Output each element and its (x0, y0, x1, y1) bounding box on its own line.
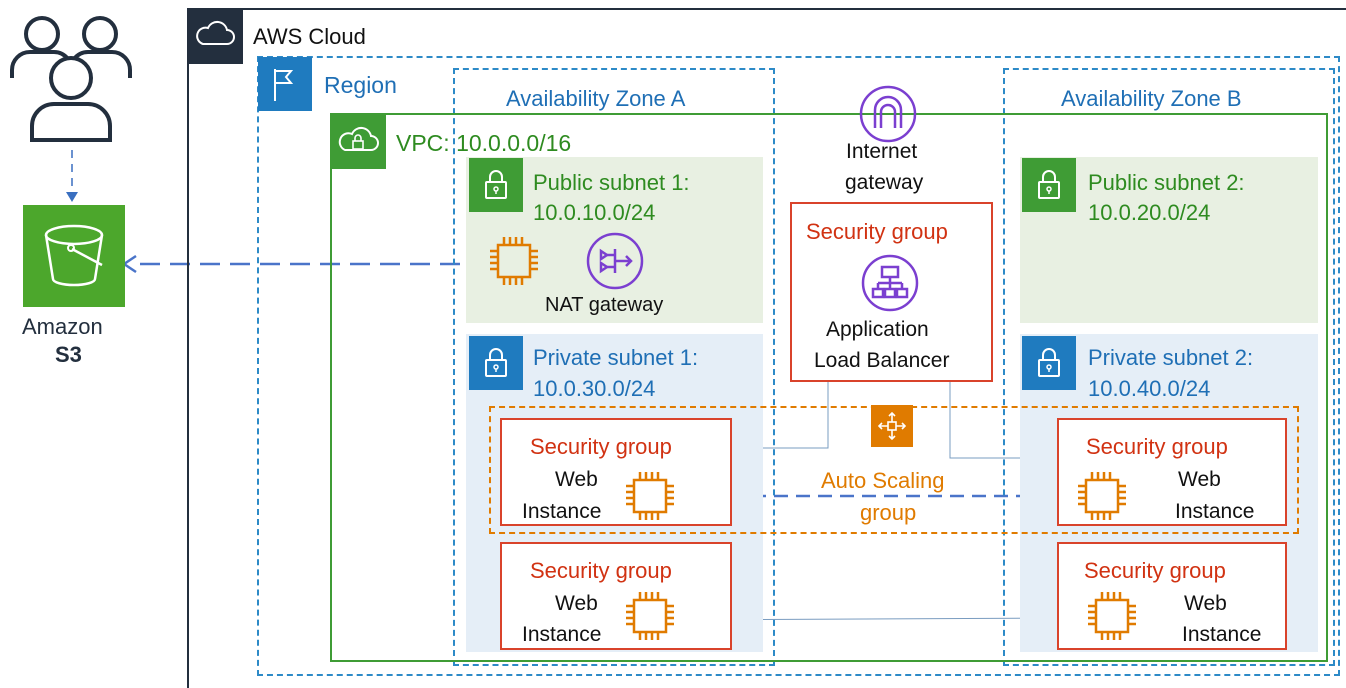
flag-icon (274, 69, 294, 101)
alb-security-group-label: Security group (806, 219, 948, 244)
vpc-container (330, 113, 1328, 662)
users-icon (10, 16, 132, 142)
aws-cloud-label: AWS Cloud (253, 24, 366, 49)
web-instance-3-sg-label: Security group (1086, 434, 1228, 459)
web-instance-2-sg-label: Security group (530, 558, 672, 583)
web-instance-4-label-line1: Web (1184, 592, 1227, 615)
web-instance-4-chip-icon (1088, 592, 1136, 640)
internet-gateway-label-line2: gateway (845, 171, 924, 194)
auto-scaling-label-line1: Auto Scaling (821, 468, 945, 493)
web-instance-4-label-line2: Instance (1182, 623, 1262, 646)
s3-icon-box (23, 205, 125, 307)
public-subnet-2-name: Public subnet 2: (1088, 170, 1245, 195)
auto-scaling-icon-box (871, 405, 913, 447)
web-instance-2-security-group (500, 542, 732, 650)
lock-icon (485, 170, 507, 199)
public-subnet-1-badge (469, 158, 523, 212)
lock-icon (485, 348, 507, 377)
availability-zone-b (1003, 68, 1335, 666)
alb-label-line2: Load Balancer (814, 349, 950, 372)
private-subnet-1-badge (469, 336, 523, 390)
s3-bucket-icon (44, 224, 104, 287)
web-instance-2-label-line1: Web (555, 592, 598, 615)
nat-gateway-icon (586, 232, 644, 290)
cloud-icon (196, 20, 235, 45)
web-instance-2-chip-icon (626, 592, 674, 640)
lock-icon (1038, 348, 1060, 377)
nat-to-s3-arrowhead (121, 254, 137, 274)
public-subnet-1-name: Public subnet 1: (533, 170, 690, 195)
region-container (257, 56, 1340, 676)
web-instance-3-chip-icon (1078, 472, 1126, 520)
web-instance-1-chip-icon (626, 472, 674, 520)
private-subnet-1-cidr: 10.0.30.0/24 (533, 376, 656, 401)
web-instance-3-label-line2: Instance (1175, 500, 1255, 523)
public-subnet-2-cidr: 10.0.20.0/24 (1088, 200, 1211, 225)
s3-label-line1: Amazon (22, 314, 103, 339)
lock-icon (1038, 170, 1060, 199)
private-subnet-2-name: Private subnet 2: (1088, 345, 1254, 370)
alb-label-line1: Application (826, 318, 929, 341)
private-subnet-1-name: Private subnet 1: (533, 345, 699, 370)
nat-gateway-label: NAT gateway (545, 294, 664, 316)
public-subnet-2-badge (1022, 158, 1076, 212)
nat-instance-chip-icon (490, 237, 538, 285)
private-subnet-2-cidr: 10.0.40.0/24 (1088, 376, 1211, 401)
region-label: Region (324, 72, 397, 98)
users-to-s3-arrowhead (66, 192, 78, 202)
availability-zone-a (453, 68, 775, 666)
web-instance-2-label-line2: Instance (522, 623, 602, 646)
s3-label-line2: S3 (55, 342, 82, 367)
web-instance-3-label-line1: Web (1178, 468, 1221, 491)
vpc-badge (331, 114, 386, 169)
public-subnet-1-cidr: 10.0.10.0/24 (533, 200, 656, 225)
web-instance-1-label-line2: Instance (522, 500, 602, 523)
load-balancer-icon (861, 254, 919, 312)
alb-to-az-a-line (733, 382, 829, 449)
availability-zone-b-label: Availability Zone B (1061, 86, 1242, 111)
aws-cloud-badge (187, 8, 243, 64)
private-subnet-2-badge (1022, 336, 1076, 390)
auto-scaling-label-line2: group (860, 500, 917, 525)
internet-gateway-label-line1: Internet (846, 140, 918, 163)
web-instance-1-label-line1: Web (555, 468, 598, 491)
internet-gateway-icon (859, 85, 917, 143)
auto-scaling-icon (877, 411, 907, 441)
availability-zone-a-label: Availability Zone A (506, 86, 686, 111)
vpc-label: VPC: 10.0.0.0/16 (396, 130, 572, 156)
web-instance-4-sg-label: Security group (1084, 558, 1226, 583)
alb-security-group (790, 202, 993, 382)
aws-cloud-container (187, 8, 1346, 688)
vpc-cloud-lock-icon (338, 126, 379, 151)
web-instance-1-sg-label: Security group (530, 434, 672, 459)
region-badge (258, 57, 312, 111)
web-instance-1-security-group (500, 418, 732, 526)
